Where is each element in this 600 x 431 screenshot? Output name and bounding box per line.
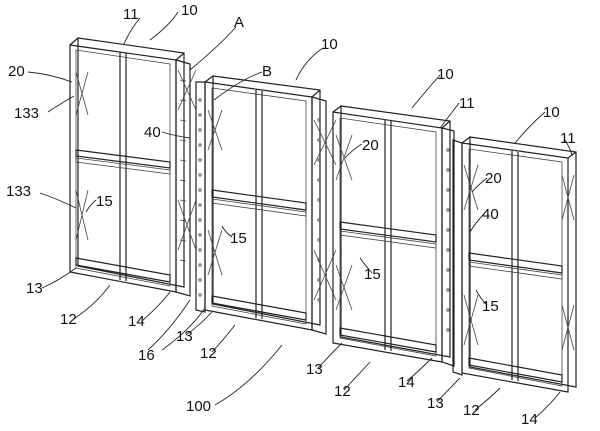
- label-20-panel-3: 20: [362, 137, 379, 154]
- panel-1: [69, 37, 197, 297]
- label-15-panel-1: 15: [96, 193, 113, 210]
- label-12-panel-3: 12: [334, 383, 351, 400]
- label-10-panel-2: 10: [321, 36, 338, 53]
- label-A: A: [234, 14, 244, 31]
- label-133-upper: 133: [14, 105, 39, 122]
- label-133-lower: 133: [6, 183, 31, 200]
- panel-4: [452, 136, 577, 393]
- label-10-panel-4: 10: [543, 104, 560, 121]
- panel-3: [332, 105, 455, 367]
- label-12-panel-2: 12: [200, 345, 217, 362]
- label-11-panel-3: 11: [459, 95, 475, 112]
- label-B: B: [262, 63, 272, 80]
- label-12-panel-4: 12: [463, 402, 480, 419]
- label-13-panel-3: 13: [306, 361, 323, 378]
- label-14-panel-4: 14: [521, 411, 538, 428]
- label-40-panel-4: 40: [482, 206, 499, 223]
- label-14-panel-3: 14: [398, 374, 415, 391]
- label-13-panel-4: 13: [427, 395, 444, 412]
- label-100: 100: [186, 398, 211, 415]
- label-13-panel-1: 13: [26, 280, 43, 297]
- label-10-top-left: 10: [181, 2, 198, 19]
- label-15-panel-4: 15: [482, 298, 499, 315]
- label-13-panel-2: 13: [176, 328, 193, 345]
- leader-lines: [27, 11, 573, 419]
- label-20-left: 20: [8, 63, 25, 80]
- reference-labels: 11 10 A 20 133 B 10 40 133 15 13 12 14 1…: [6, 2, 576, 428]
- label-11-panel-4: 11: [560, 130, 576, 147]
- label-40-panel-1: 40: [144, 124, 161, 141]
- label-11-top-left: 11: [123, 6, 139, 23]
- label-14-panel-1: 14: [128, 313, 145, 330]
- label-12-panel-1: 12: [60, 311, 77, 328]
- label-10-panel-3: 10: [437, 66, 454, 83]
- label-20-panel-4: 20: [485, 170, 502, 187]
- label-15-panel-3: 15: [364, 266, 381, 283]
- label-15-panel-2: 15: [230, 230, 247, 247]
- panel-2: [195, 75, 337, 335]
- label-16: 16: [138, 347, 155, 364]
